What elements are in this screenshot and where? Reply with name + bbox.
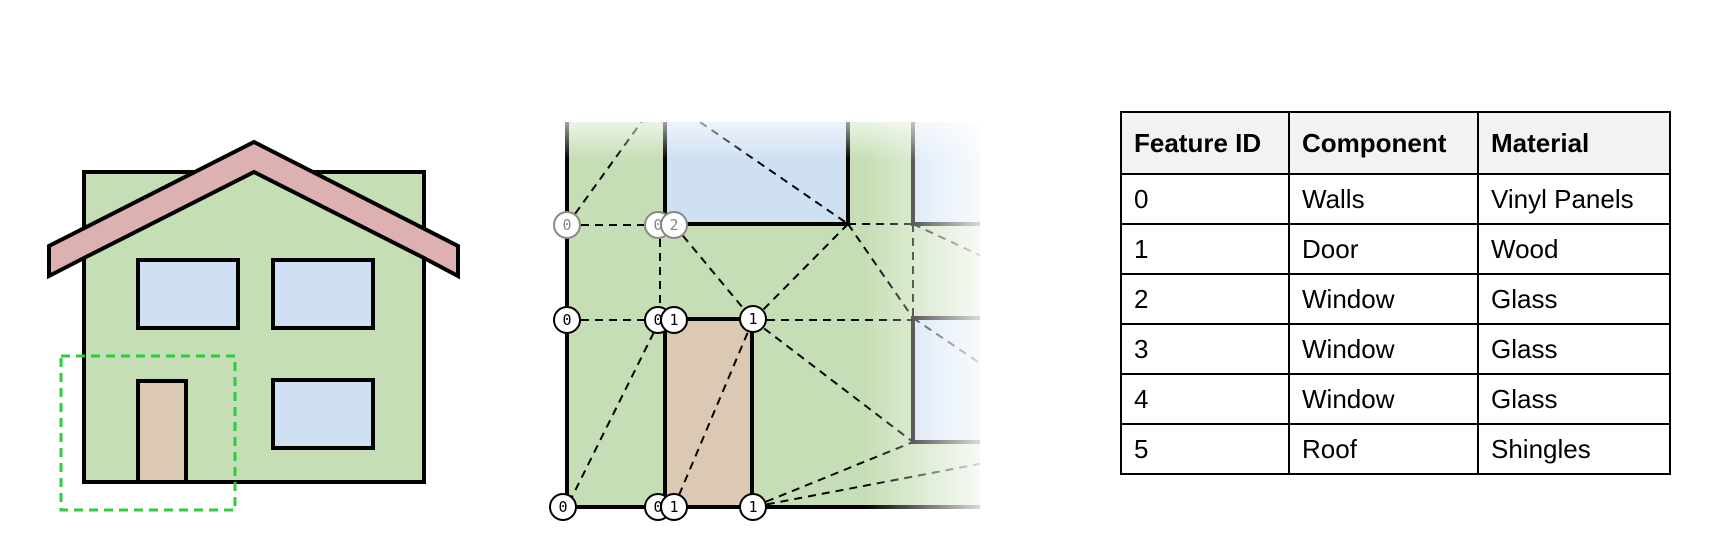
mesh-node-a-label: 0 xyxy=(562,216,571,234)
mesh-node-f: 1 xyxy=(660,306,688,334)
table-cell: Wood xyxy=(1477,223,1671,275)
mesh-node-j-label: 1 xyxy=(669,498,678,516)
mesh-node-g: 1 xyxy=(739,305,767,333)
table-header-row: Feature ID Component Material xyxy=(1120,111,1671,175)
mesh-node-c: 2 xyxy=(660,211,688,239)
table-cell: Glass xyxy=(1477,323,1671,375)
door-highlight-box xyxy=(59,354,237,512)
table-cell: 4 xyxy=(1120,373,1290,425)
table-cell: 1 xyxy=(1120,223,1290,275)
table-cell: 2 xyxy=(1120,273,1290,325)
column-header: Component xyxy=(1288,111,1479,175)
table-row: 3 Window Glass xyxy=(1120,323,1671,375)
table-row: 1 Door Wood xyxy=(1120,223,1671,275)
mesh-fade-top xyxy=(500,100,1000,210)
mesh-node-c-label: 2 xyxy=(669,216,678,234)
mesh-node-k-label: 1 xyxy=(748,498,757,516)
table-cell: 0 xyxy=(1120,173,1290,225)
house-illustration xyxy=(47,139,460,512)
house-door xyxy=(136,379,188,484)
table-cell: Door xyxy=(1288,223,1479,275)
window-lower-right xyxy=(271,378,375,450)
table-cell: Vinyl Panels xyxy=(1477,173,1671,225)
mesh-node-d: 0 xyxy=(553,306,581,334)
window-upper-right xyxy=(271,258,375,330)
table-cell: Window xyxy=(1288,373,1479,425)
table-cell: 5 xyxy=(1120,423,1290,475)
mesh-node-b-label: 0 xyxy=(653,216,662,234)
table-row: 5 Roof Shingles xyxy=(1120,423,1671,475)
mesh-zoom-view: 0 0 2 0 0 1 1 0 0 1 1 xyxy=(500,100,1000,530)
table-row: 2 Window Glass xyxy=(1120,273,1671,325)
table-cell: 3 xyxy=(1120,323,1290,375)
table-cell: Shingles xyxy=(1477,423,1671,475)
mesh-node-g-label: 1 xyxy=(748,310,757,328)
table-cell: Glass xyxy=(1477,273,1671,325)
mesh-node-e-label: 0 xyxy=(653,311,662,329)
table-cell: Window xyxy=(1288,273,1479,325)
mesh-node-a: 0 xyxy=(553,211,581,239)
table-row: 4 Window Glass xyxy=(1120,373,1671,425)
window-upper-left xyxy=(136,258,240,330)
column-header: Feature ID xyxy=(1120,111,1290,175)
table-row: 0 Walls Vinyl Panels xyxy=(1120,173,1671,225)
table-cell: Glass xyxy=(1477,373,1671,425)
house-roof xyxy=(47,139,460,280)
table-cell: Walls xyxy=(1288,173,1479,225)
mesh-node-k: 1 xyxy=(739,493,767,521)
mesh-node-h-label: 0 xyxy=(558,498,567,516)
mesh-node-h: 0 xyxy=(549,493,577,521)
mesh-node-i-label: 0 xyxy=(653,498,662,516)
mesh-node-f-label: 1 xyxy=(669,311,678,329)
column-header: Material xyxy=(1477,111,1671,175)
feature-table: Feature ID Component Material 0 Walls Vi… xyxy=(1120,111,1671,475)
mesh-node-j: 1 xyxy=(660,493,688,521)
table-cell: Window xyxy=(1288,323,1479,375)
mesh-node-d-label: 0 xyxy=(562,311,571,329)
table-cell: Roof xyxy=(1288,423,1479,475)
